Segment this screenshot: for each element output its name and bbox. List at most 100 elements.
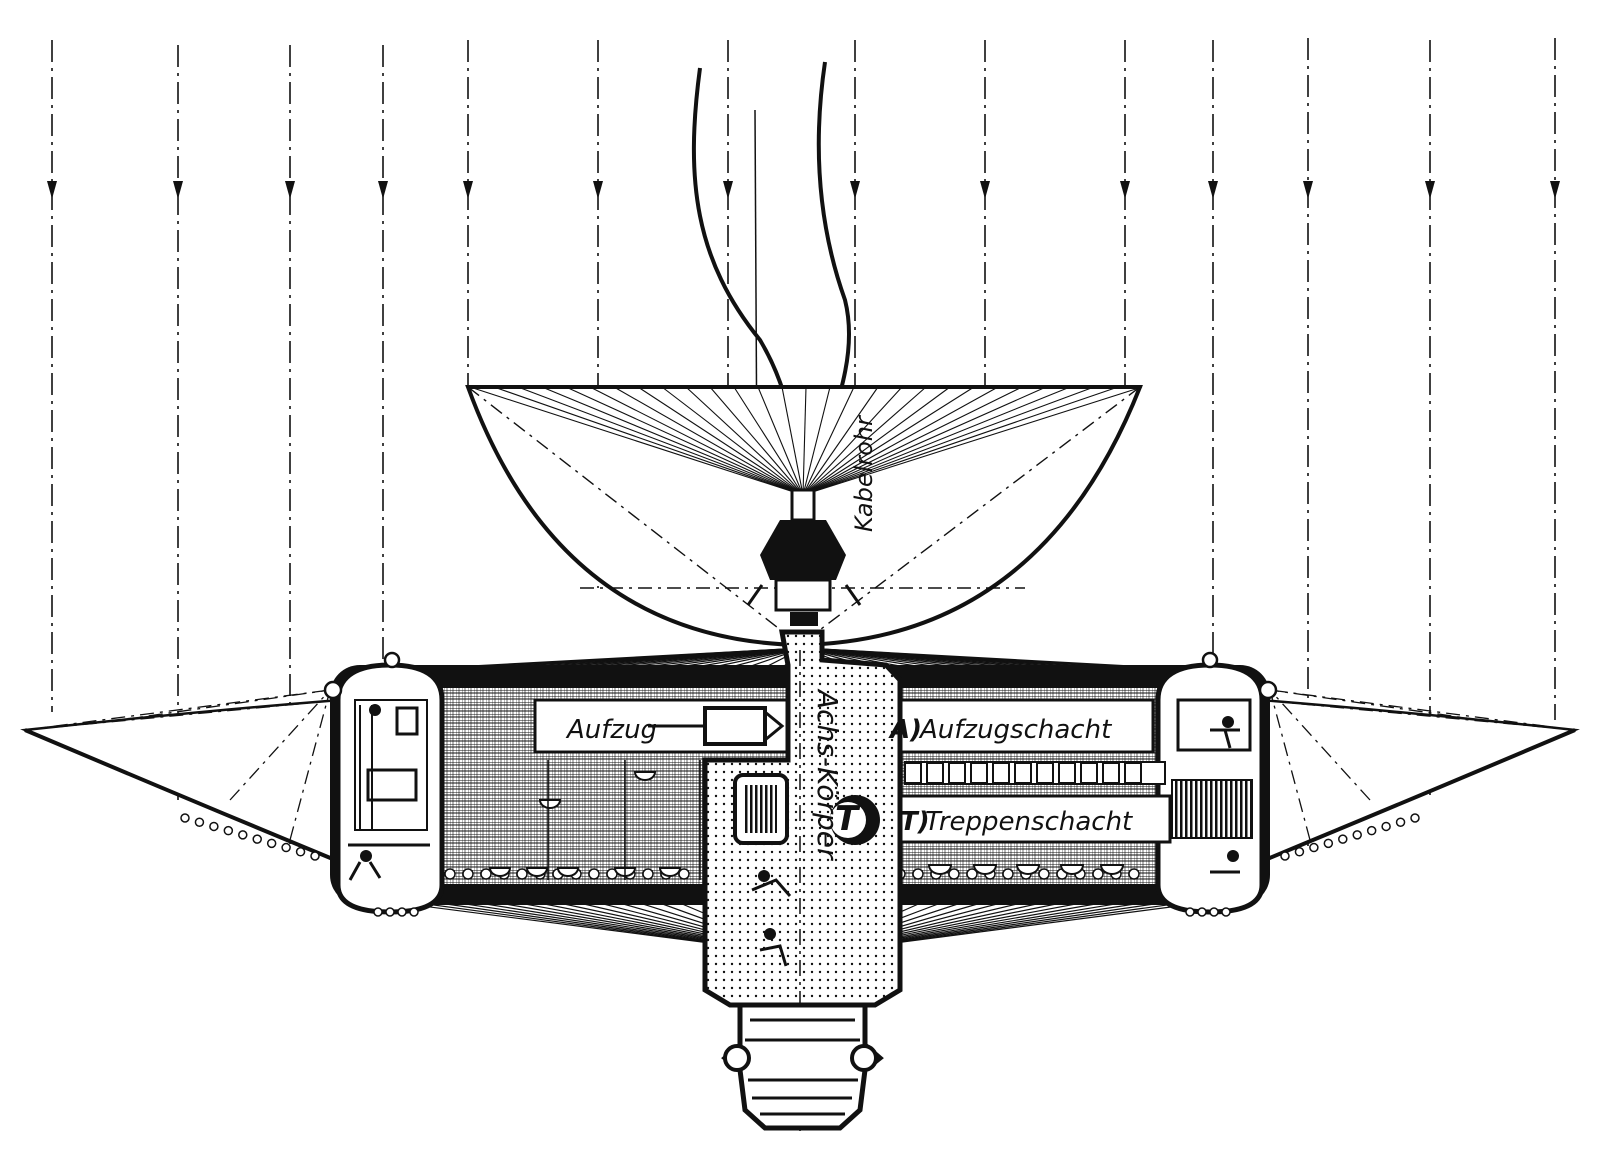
stair-step bbox=[1014, 762, 1032, 784]
wing-bead bbox=[1410, 813, 1420, 823]
bowl bbox=[658, 867, 682, 877]
wing-bead bbox=[1294, 847, 1305, 857]
ring-bead bbox=[1128, 868, 1140, 880]
ring-bead bbox=[1185, 907, 1195, 917]
ring-bead bbox=[516, 868, 528, 880]
ray-arrowhead bbox=[378, 181, 388, 199]
wing-bead bbox=[1323, 838, 1334, 849]
stair-step bbox=[1058, 762, 1076, 784]
wing-bead bbox=[209, 821, 219, 832]
mirror-spoke bbox=[709, 386, 804, 496]
labels: Aufzug A) Aufzugschacht T) Treppenschach… bbox=[565, 414, 1133, 861]
wing-bead bbox=[1352, 830, 1362, 840]
wing-bead bbox=[266, 838, 277, 849]
bowl bbox=[972, 864, 998, 875]
mirror-spoke bbox=[802, 386, 951, 496]
bowl bbox=[927, 864, 953, 875]
ray-arrowhead bbox=[463, 181, 473, 199]
mirror-spoke bbox=[802, 386, 903, 496]
stair-step bbox=[1124, 762, 1142, 784]
mirror-spoke bbox=[685, 386, 804, 496]
bowl bbox=[488, 867, 512, 877]
ring-bead bbox=[444, 868, 456, 880]
ring-bead bbox=[397, 907, 407, 917]
ray-arrowhead bbox=[980, 181, 990, 199]
wing-bead bbox=[1338, 834, 1348, 844]
ray-arrowhead bbox=[593, 181, 603, 199]
right-ring-mirror bbox=[1258, 689, 1580, 864]
ring-bead bbox=[948, 868, 960, 880]
mirror-spoke bbox=[802, 386, 855, 496]
mirror-spoke bbox=[613, 386, 804, 496]
shafts-right bbox=[883, 698, 1172, 875]
mirror-spoke bbox=[802, 386, 807, 496]
mirror-spoke bbox=[469, 386, 804, 496]
mirror-spoke bbox=[802, 386, 999, 496]
wing-bead bbox=[1381, 821, 1391, 832]
mirror-spoke bbox=[517, 386, 804, 496]
stair-step bbox=[904, 762, 922, 784]
ring-bead bbox=[1002, 868, 1014, 880]
mirror-spoke bbox=[802, 386, 1143, 496]
mirror-spoke bbox=[802, 386, 879, 496]
ray-arrowhead bbox=[285, 181, 295, 199]
bowl bbox=[538, 799, 562, 809]
ring-bead bbox=[642, 868, 654, 880]
ring-bead bbox=[385, 907, 395, 917]
ray-arrowhead bbox=[1120, 181, 1130, 199]
ring-bead bbox=[678, 868, 690, 880]
focus-receiver bbox=[746, 488, 862, 626]
mirror-spoke bbox=[661, 386, 804, 496]
ring-bead bbox=[1221, 907, 1231, 917]
wing-bead bbox=[1395, 817, 1406, 827]
ring-bead bbox=[480, 868, 492, 880]
mirror-spoke bbox=[541, 386, 804, 496]
stair-step bbox=[970, 762, 988, 784]
mirror-spoke bbox=[802, 386, 927, 496]
mirror-spoke bbox=[493, 386, 804, 496]
mirror-spoke bbox=[781, 386, 804, 496]
ring-bead bbox=[373, 907, 383, 917]
ring-bead bbox=[1038, 868, 1050, 880]
label-aufzug: Aufzug bbox=[565, 715, 657, 745]
label-hub-marker: T bbox=[835, 799, 861, 839]
wing-bead bbox=[238, 830, 248, 840]
wing-bead bbox=[194, 817, 205, 827]
label-aufzugschacht: Aufzugschacht bbox=[918, 715, 1112, 745]
label-treppenschacht-letter: T) bbox=[900, 807, 930, 837]
ray-arrowhead bbox=[1303, 181, 1313, 199]
ray-arrowhead bbox=[47, 181, 57, 199]
ring-bead bbox=[462, 868, 474, 880]
mirror-spoke bbox=[802, 386, 831, 496]
left-ring-mirror bbox=[20, 689, 342, 864]
wing-bead bbox=[310, 851, 320, 861]
label-treppenschacht: Treppenschacht bbox=[925, 807, 1133, 837]
mirror-spoke bbox=[802, 386, 1071, 496]
stair-step bbox=[1036, 762, 1054, 784]
bowl bbox=[525, 867, 549, 877]
wing-bead bbox=[281, 842, 291, 853]
stair-step bbox=[1102, 762, 1120, 784]
wing-bead bbox=[223, 825, 234, 836]
ray-arrowhead bbox=[1550, 181, 1560, 199]
stair-step bbox=[992, 762, 1010, 784]
mirror-spoke bbox=[802, 386, 975, 496]
mirror-spoke bbox=[802, 386, 1023, 496]
elevator-shaft-left bbox=[488, 698, 797, 880]
axis-body bbox=[702, 629, 903, 1135]
ring-bead bbox=[588, 868, 600, 880]
mirror-spoke bbox=[733, 386, 804, 496]
stair-step bbox=[926, 762, 944, 784]
ring-bead bbox=[912, 868, 924, 880]
ring-bead bbox=[1197, 907, 1207, 917]
ray-arrowhead bbox=[850, 181, 860, 199]
bowl bbox=[1059, 864, 1085, 875]
label-achs-koerper: Achs-Körper bbox=[811, 688, 844, 861]
ring-bead bbox=[966, 868, 978, 880]
mirror-spoke bbox=[565, 386, 804, 496]
label-kabelrohr: Kabelrohr bbox=[850, 414, 878, 532]
ray-arrowhead bbox=[173, 181, 183, 199]
mirror-spoke bbox=[589, 386, 804, 496]
mirror-spoke bbox=[802, 386, 1047, 496]
